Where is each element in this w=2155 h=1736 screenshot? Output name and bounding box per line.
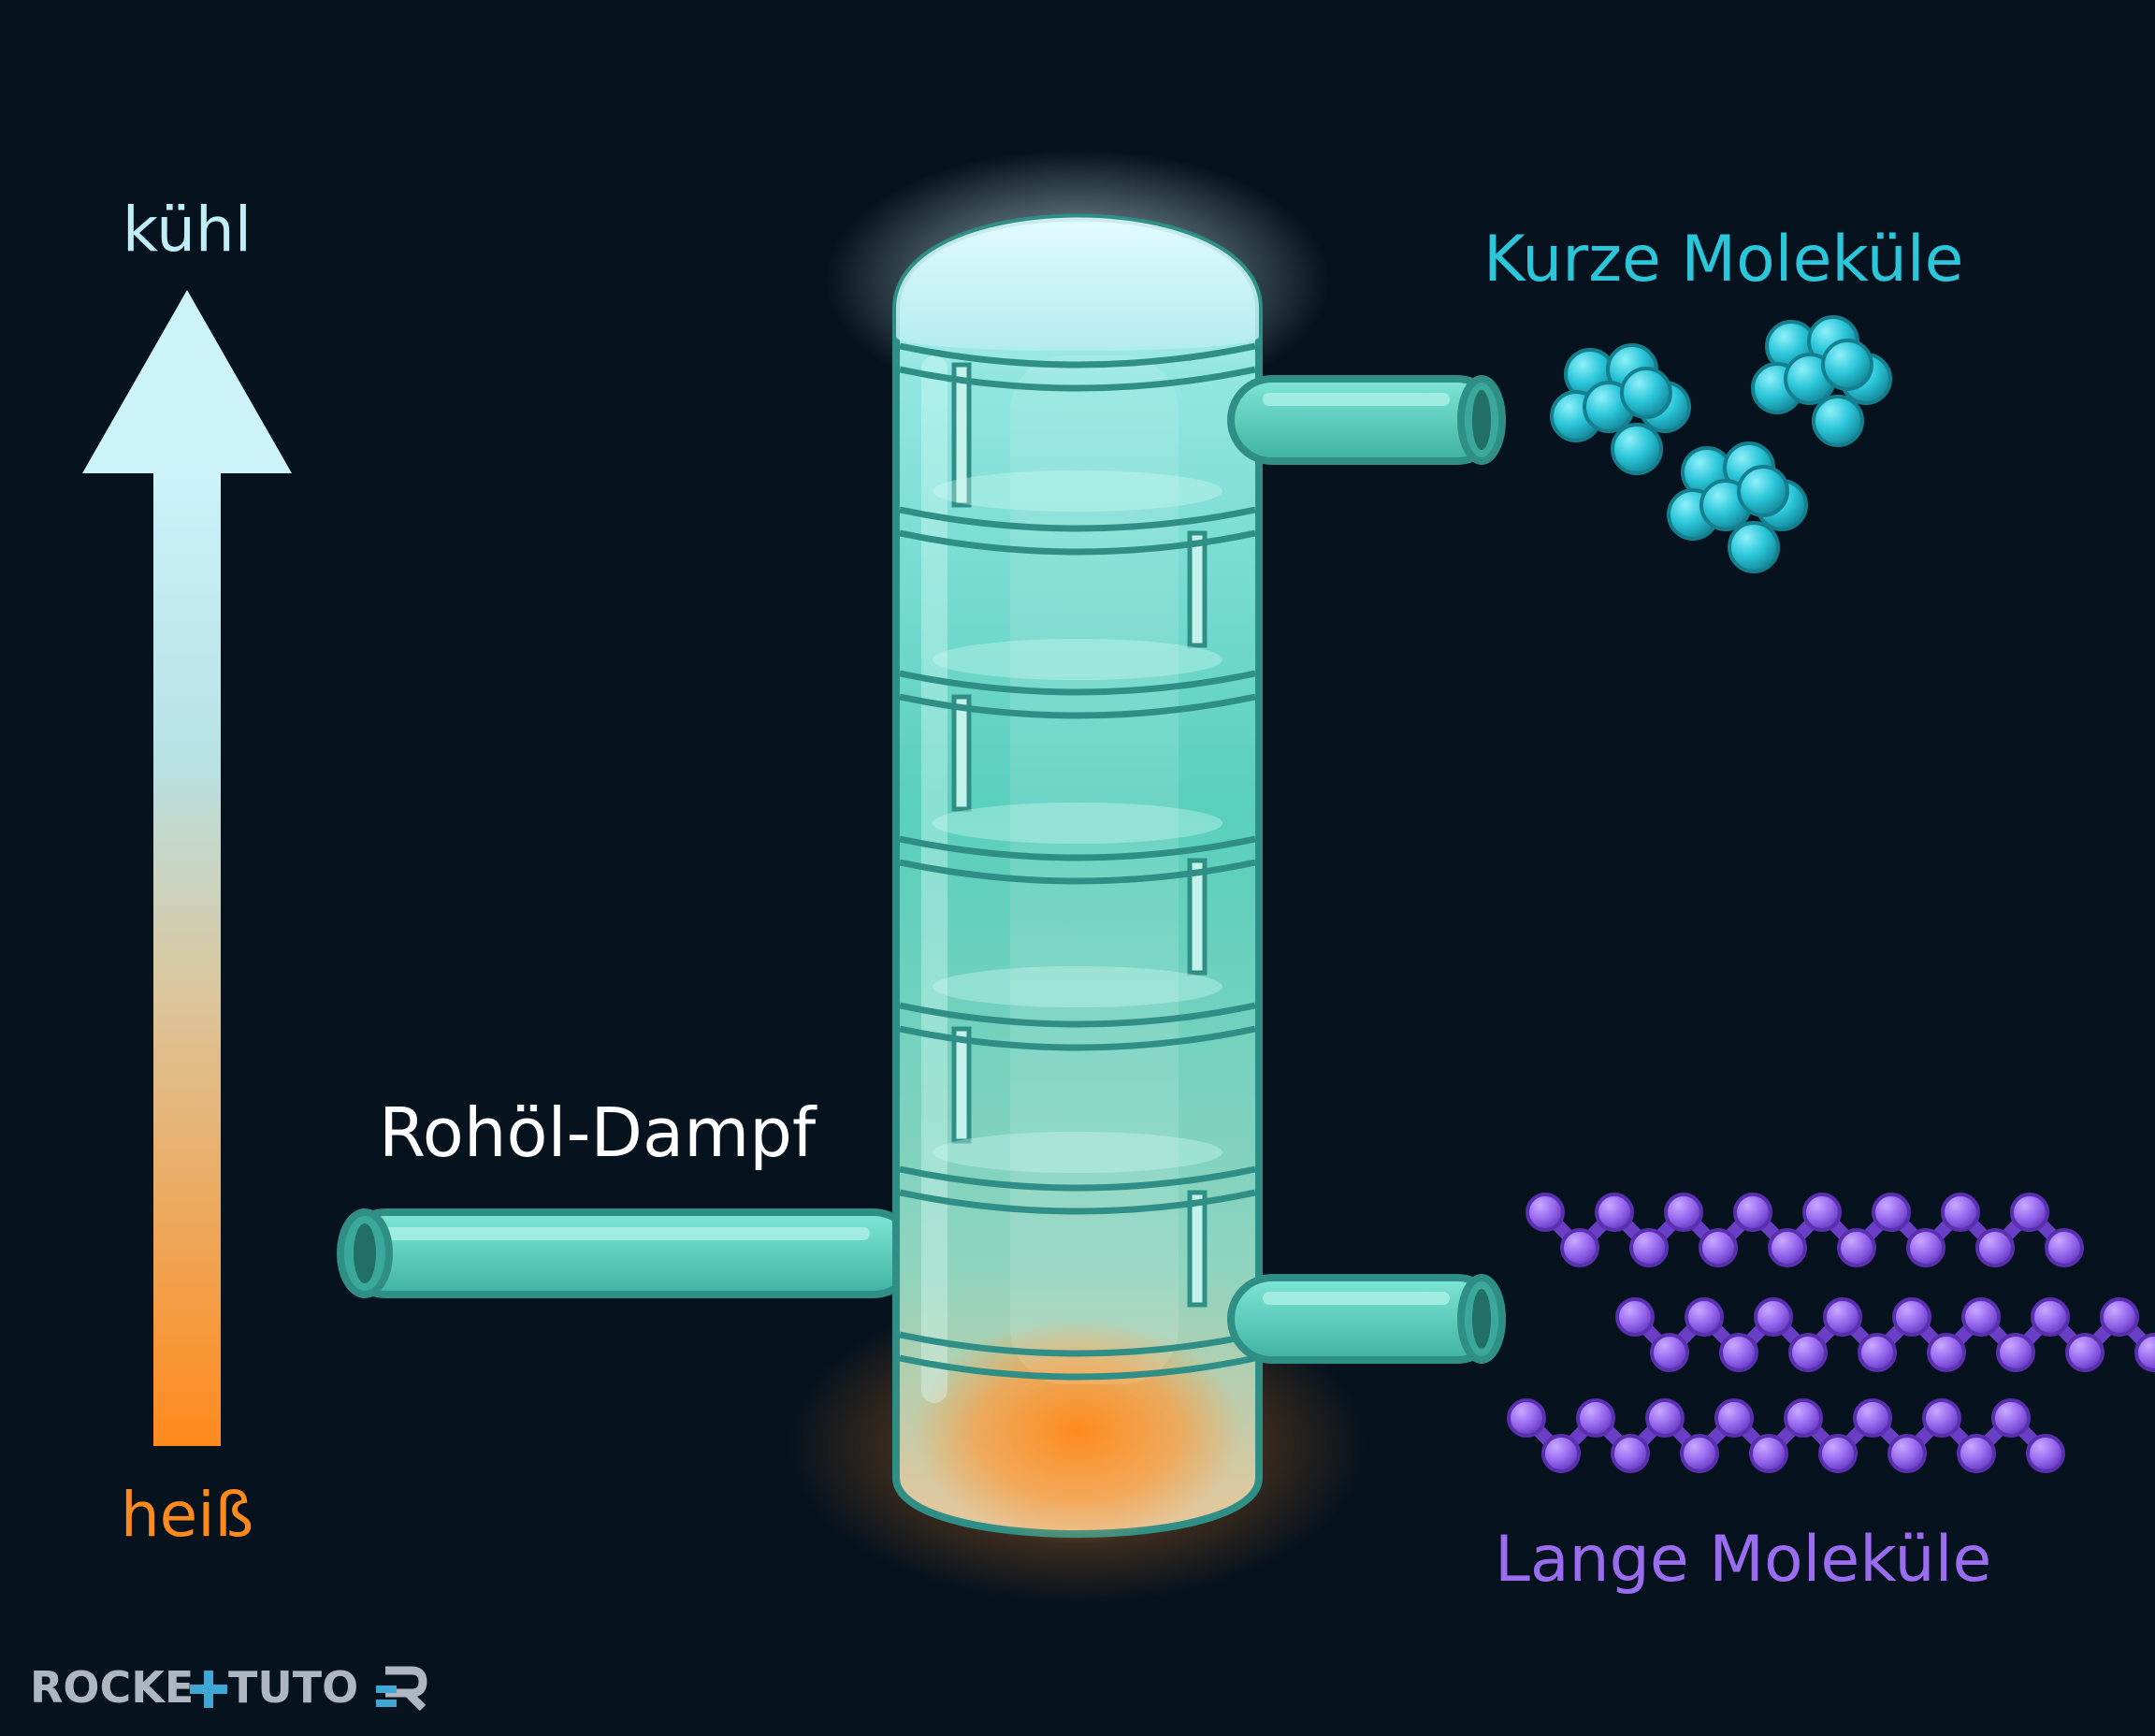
molecule-atom — [1733, 1193, 1772, 1232]
logo-text-a: ROCKE — [30, 1662, 194, 1713]
molecule-atom — [1645, 1398, 1685, 1438]
molecule-atom — [2065, 1333, 2104, 1372]
top-outlet-pipe — [1227, 375, 1506, 465]
molecule-atom — [1768, 1228, 1807, 1267]
long-molecule-chains — [1507, 1193, 2155, 1473]
molecule-atom — [1991, 1398, 2031, 1438]
molecule-atom — [1872, 1193, 1911, 1232]
molecule-atom — [1961, 1297, 2001, 1337]
molecule-atom — [1784, 1398, 1823, 1438]
bottom-outlet-pipe — [1227, 1274, 1506, 1364]
molecule-atom — [2134, 1333, 2155, 1372]
molecule-atom — [1922, 1398, 1961, 1438]
molecule-atom — [2045, 1228, 2084, 1267]
molecule-atom — [2031, 1297, 2070, 1337]
molecule-atom — [1650, 1333, 1689, 1372]
column-trays — [899, 342, 1256, 1381]
molecule-atom — [1996, 1333, 2035, 1372]
molecule-atom — [1611, 423, 1663, 475]
molecule-atom — [1615, 1297, 1655, 1337]
feed-pipe — [337, 1208, 918, 1298]
molecule-atom — [1837, 1228, 1876, 1267]
label-hot: heiß — [121, 1479, 253, 1551]
molecule-atom — [1560, 1228, 1599, 1267]
molecule-atom — [1788, 1333, 1828, 1372]
column-struts — [951, 362, 1208, 1308]
molecule-atom — [1975, 1228, 2015, 1267]
molecule-atom — [1754, 1297, 1793, 1337]
temperature-arrow — [82, 290, 292, 1446]
molecule-atom — [2100, 1297, 2139, 1337]
molecule-atom — [1737, 465, 1789, 517]
molecule-atom — [1906, 1228, 1945, 1267]
molecule-atom — [1620, 367, 1672, 419]
molecule-atom — [1719, 1333, 1758, 1372]
molecule-atom — [1853, 1398, 1892, 1438]
molecule-atom — [1818, 1434, 1858, 1473]
molecule-atom — [1526, 1193, 1565, 1232]
molecule-atom — [1611, 1434, 1650, 1473]
molecule-atom — [1541, 1434, 1581, 1473]
molecule-atom — [1892, 1297, 1931, 1337]
molecule-atom — [1823, 1297, 1862, 1337]
molecule-atom — [1714, 1398, 1754, 1438]
molecule-atom — [1629, 1228, 1669, 1267]
molecule-atom — [1680, 1434, 1719, 1473]
molecule-atom — [1887, 1434, 1927, 1473]
logo-text-b: TUTO — [228, 1662, 358, 1713]
molecule-atom — [1802, 1193, 1842, 1232]
label-long-molecules: Lange Moleküle — [1495, 1523, 1991, 1597]
molecule-atom — [1957, 1434, 1996, 1473]
molecule-atom — [1699, 1228, 1738, 1267]
tray-surfaces — [933, 470, 1222, 1173]
distillation-column — [892, 213, 1263, 1543]
molecule-atom — [1821, 339, 1873, 391]
molecule-atom — [1858, 1333, 1897, 1372]
molecule-atom — [2010, 1193, 2049, 1232]
label-short-molecules: Kurze Moleküle — [1483, 223, 1964, 297]
molecule-atom — [1749, 1434, 1788, 1473]
short-molecule-clusters — [1550, 315, 1892, 573]
molecule-atom — [1595, 1193, 1634, 1232]
molecule-atom — [2026, 1434, 2065, 1473]
rocket-tutor-logo: ROCKE TUTO — [30, 1662, 427, 1713]
label-crude-vapor: Rohöl-Dampf — [379, 1093, 817, 1172]
molecule-atom — [1576, 1398, 1615, 1438]
plus-icon — [190, 1671, 227, 1708]
molecule-atom — [1507, 1398, 1546, 1438]
molecule-atom — [1685, 1297, 1724, 1337]
molecule-atom — [1812, 395, 1864, 447]
molecule-atom — [1927, 1333, 1966, 1372]
molecule-atom — [1941, 1193, 1980, 1232]
molecule-atom — [1664, 1193, 1703, 1232]
molecule-atom — [1728, 521, 1780, 573]
label-cool: kühl — [123, 194, 252, 266]
logo-r-icon — [376, 1666, 427, 1712]
